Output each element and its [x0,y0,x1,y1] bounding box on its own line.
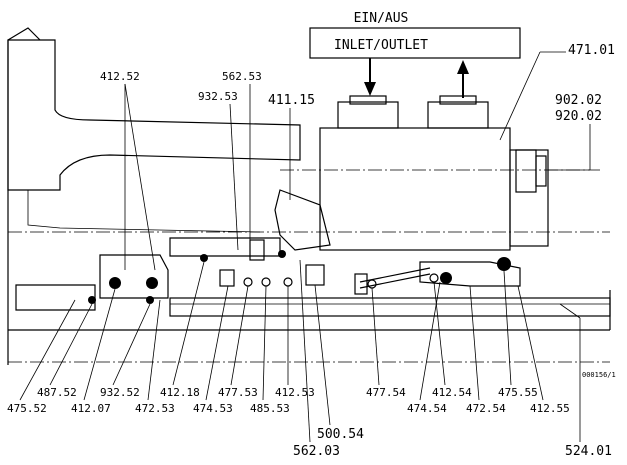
label-500-54: 500.54 [317,427,364,442]
label-562-53: 562.53 [222,70,262,83]
label-477-53: 477.53 [218,386,258,399]
label-412-52: 412.52 [100,70,140,83]
label-902-02: 902.02 [555,93,602,108]
label-472-53: 472.53 [135,402,175,415]
label-411-15: 411.15 [268,93,315,108]
o-rings [88,250,511,304]
label-562-03: 562.03 [293,444,340,459]
label-471-01: 471.01 [568,43,615,58]
pump-casing [7,27,301,233]
label-412-55: 412.55 [530,402,570,415]
label-485-53: 485.53 [250,402,290,415]
part-labels: 412.52 562.53 932.53 411.15 471.01 902.0… [7,43,616,459]
header-box [309,27,521,59]
label-412-53: 412.53 [275,386,315,399]
inlet-outlet-header: EIN/AUS INLET/OUTLET [309,11,521,59]
label-412-54: 412.54 [432,386,472,399]
leader-lines [19,51,591,443]
label-477-54: 477.54 [366,386,406,399]
label-412-07: 412.07 [71,402,111,415]
outlet-arrow [457,60,469,98]
label-412-18: 412.18 [160,386,200,399]
document-reference: 000156/1 [582,371,616,379]
seal-cover [319,95,549,251]
inlet-arrow [364,58,376,96]
label-487-52: 487.52 [37,386,77,399]
spring-parts [219,239,431,295]
label-524-01: 524.01 [565,444,612,459]
label-932-53: 932.53 [198,90,238,103]
label-474-54: 474.54 [407,402,447,415]
label-474-53: 474.53 [193,402,233,415]
label-475-52: 475.52 [7,402,47,415]
header-subtitle: INLET/OUTLET [334,38,428,53]
label-932-52: 932.52 [100,386,140,399]
label-475-55: 475.55 [498,386,538,399]
label-472-54: 472.54 [466,402,506,415]
shaft-sleeve [7,190,611,365]
label-920-02: 920.02 [555,109,602,124]
header-title: EIN/AUS [354,11,409,26]
